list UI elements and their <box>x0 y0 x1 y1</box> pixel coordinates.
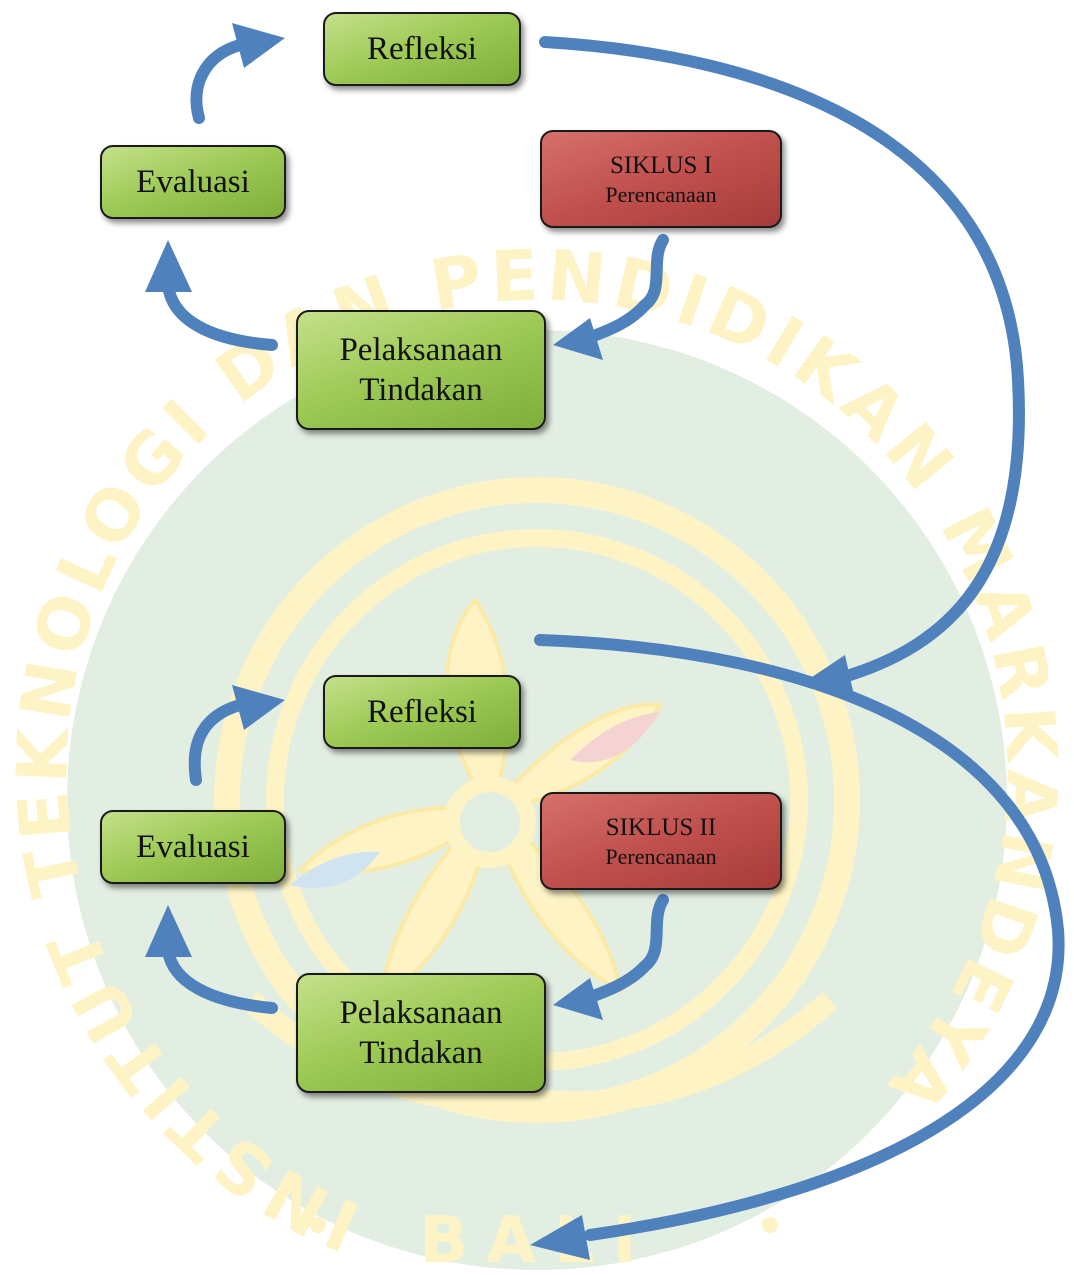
arrowhead-refleksi-1 <box>232 23 285 68</box>
tindakan-label: Tindakan <box>359 1035 483 1071</box>
watermark-dot-left <box>310 1217 326 1233</box>
arrowhead-refleksi-2 <box>232 685 285 730</box>
arrow-evaluasi-to-refleksi-1 <box>190 39 246 124</box>
watermark-pink-petal <box>570 712 660 763</box>
arrowhead-pelaksanaan-1 <box>553 318 603 360</box>
perencanaan-label: Perencanaan <box>605 843 717 869</box>
arrow-pelaksanaan-to-evaluasi-1 <box>162 279 278 351</box>
pelaksanaan-label: Pelaksanaan <box>339 995 503 1031</box>
watermark-dot-right <box>762 1217 778 1233</box>
watermark-blue-petal <box>290 851 380 889</box>
refleksi-box-cycle2: Refleksi <box>323 675 521 749</box>
perencanaan-label: Perencanaan <box>605 181 717 207</box>
evaluasi-box-cycle2: Evaluasi <box>100 810 286 884</box>
siklus1-planning-box: SIKLUS I Perencanaan <box>540 130 782 228</box>
arrow-refleksi1-to-cycle2 <box>539 36 1025 681</box>
evaluasi-label: Evaluasi <box>136 829 250 865</box>
refleksi-box-cycle1: Refleksi <box>323 12 521 86</box>
arrowhead-cycle2-entry <box>800 655 855 700</box>
pelaksanaan-box-cycle2: Pelaksanaan Tindakan <box>296 973 546 1093</box>
arrow-siklus1-to-pelaksanaan <box>582 234 669 344</box>
cycle-title: SIKLUS II <box>605 813 717 841</box>
arrowhead-evaluasi-1 <box>145 240 192 292</box>
evaluasi-box-cycle1: Evaluasi <box>100 145 286 219</box>
arrow-pelaksanaan-to-evaluasi-2 <box>162 944 278 1014</box>
arrow-siklus2-to-pelaksanaan <box>582 894 669 1004</box>
arrow-refleksi2-to-next <box>534 634 1065 1241</box>
arrow-evaluasi-to-refleksi-2 <box>188 699 246 786</box>
pelaksanaan-box-cycle1: Pelaksanaan Tindakan <box>296 310 546 430</box>
siklus2-planning-box: SIKLUS II Perencanaan <box>540 792 782 890</box>
cycle-title: SIKLUS I <box>609 151 713 179</box>
pelaksanaan-label: Pelaksanaan <box>339 332 503 368</box>
tindakan-label: Tindakan <box>359 372 483 408</box>
refleksi-label: Refleksi <box>367 31 477 67</box>
refleksi-label: Refleksi <box>367 694 477 730</box>
evaluasi-label: Evaluasi <box>136 164 250 200</box>
arrowhead-next-cycle <box>530 1215 590 1260</box>
arrowhead-pelaksanaan-2 <box>553 978 603 1020</box>
arrowhead-evaluasi-2 <box>145 905 192 957</box>
